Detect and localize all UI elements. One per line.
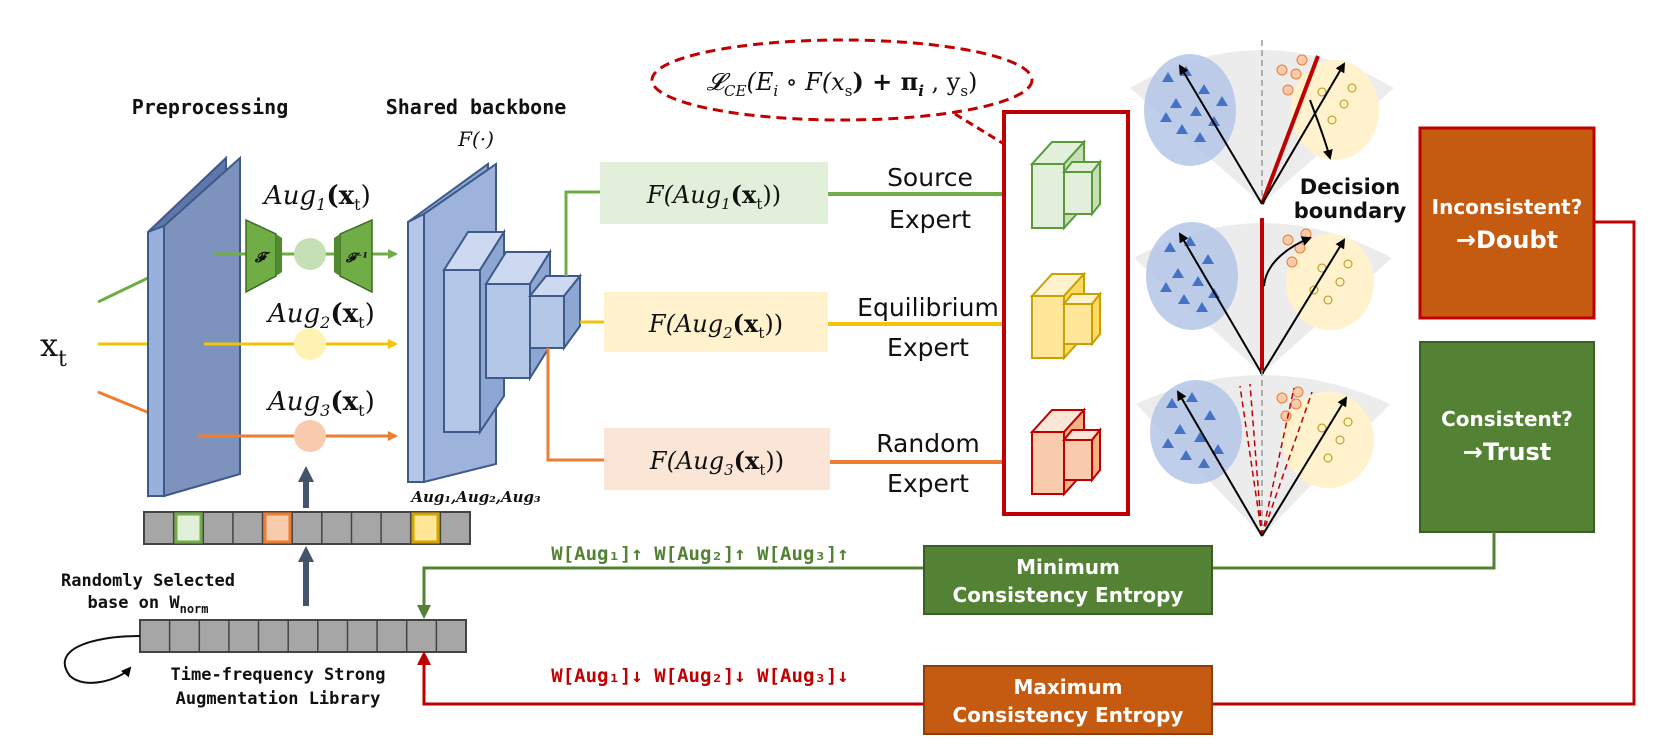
aug2-label: Aug2(xt) — [266, 299, 375, 332]
backbone-function-label: F(·) — [457, 127, 494, 151]
randomly-selected-label: Randomly Selected — [61, 571, 235, 591]
aug3-label: Aug3(xt) — [266, 387, 375, 420]
expert-role-source: Expert — [889, 205, 971, 234]
preprocessing-title: Preprocessing — [132, 95, 289, 119]
min-entropy-label-1: Minimum — [1016, 555, 1120, 579]
aug-list-label: Aug₁,Aug₂,Aug₃ — [409, 488, 541, 506]
min-entropy-box — [923, 545, 1213, 615]
feature-connector-orange — [546, 348, 604, 462]
consistent-box — [1419, 341, 1595, 533]
decision-fan-3 — [1136, 370, 1390, 537]
expert-name-equilibrium: Equilibrium — [857, 293, 999, 322]
weights-down-label: W[Aug₁]↓ W[Aug₂]↓ W[Aug₃]↓ — [551, 665, 848, 687]
feature-box-1 — [600, 162, 828, 224]
decision-boundary-label-1: Decision — [1300, 175, 1400, 199]
input-line-green — [97, 274, 153, 304]
expert-random-block — [1029, 407, 1103, 497]
decision-fan-1 — [1130, 40, 1394, 205]
expert-name-random: Random — [876, 429, 980, 458]
aug2-node — [294, 328, 326, 360]
library-label-1: Time-frequency Strong — [171, 665, 386, 685]
loss-pointer — [954, 112, 1005, 146]
feature-box-2 — [604, 292, 828, 352]
svg-text:𝓕⁻¹: 𝓕⁻¹ — [345, 251, 368, 266]
backbone-block-3 — [527, 273, 583, 352]
library-loop-arrow — [63, 635, 141, 684]
augmentation-library-bar — [139, 619, 467, 653]
feature-box-3 — [604, 428, 830, 490]
loss-ellipse — [650, 38, 1034, 122]
selected-aug-bar — [143, 511, 471, 545]
min-entropy-label-2: Consistency Entropy — [953, 583, 1184, 607]
expert-role-equilibrium: Expert — [887, 333, 969, 362]
preprocessing-panel — [147, 155, 241, 498]
shared-backbone-title: Shared backbone — [386, 95, 567, 119]
aug3-node — [294, 420, 326, 452]
aug1-label: Aug1(xt) — [262, 181, 371, 214]
input-line-orange — [97, 390, 153, 416]
max-entropy-box — [923, 665, 1213, 735]
loss-formula: 𝓛CE(Ei ∘ F(xs) + πi , ys) — [707, 67, 978, 100]
randomly-selected-label-2: base on Wnorm — [87, 593, 208, 616]
expert-source-block — [1029, 139, 1103, 231]
consistent-label-1: Consistent? — [1441, 407, 1573, 431]
inconsistent-label-1: Inconsistent? — [1432, 195, 1583, 219]
expert-name-source: Source — [887, 163, 973, 192]
decision-fan-2 — [1134, 218, 1392, 375]
feature-label-1: F(Aug1(xt)) — [646, 180, 781, 213]
consistent-label-2: →Trust — [1463, 438, 1552, 466]
expert-role-random: Expert — [887, 469, 969, 498]
inconsistent-box — [1418, 126, 1596, 320]
decision-boundary-label-2: boundary — [1294, 199, 1407, 223]
fft-block: 𝓕 — [245, 218, 282, 294]
feature-connector-green — [564, 190, 602, 276]
ifft-block: 𝓕⁻¹ — [334, 218, 373, 294]
feature-label-2: F(Aug2(xt)) — [648, 309, 783, 342]
library-label-2: Augmentation Library — [176, 689, 381, 709]
weights-up-label: W[Aug₁]↑ W[Aug₂]↑ W[Aug₃]↑ — [551, 543, 848, 565]
inconsistent-label-2: →Doubt — [1456, 226, 1558, 254]
max-entropy-label-1: Maximum — [1013, 675, 1122, 699]
aug1-node — [294, 238, 326, 270]
max-entropy-label-2: Consistency Entropy — [953, 703, 1184, 727]
feedback-line-red — [417, 220, 1636, 706]
feature-label-3: F(Aug3(xt)) — [649, 446, 784, 479]
expert-equilibrium-block — [1029, 271, 1103, 361]
input-label: xt — [40, 326, 67, 372]
